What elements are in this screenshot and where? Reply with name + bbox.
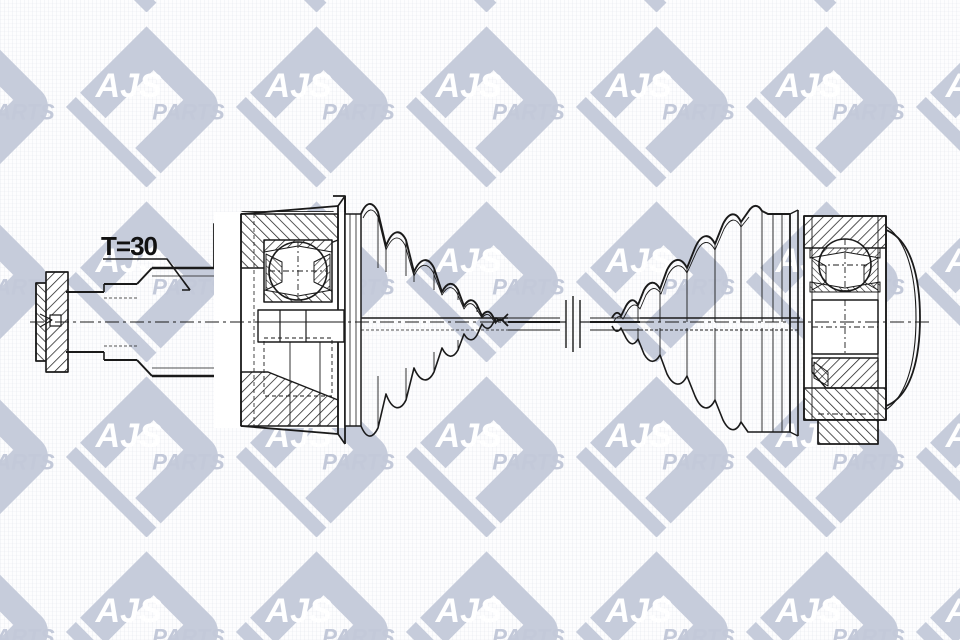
outer-cv-housing	[803, 215, 921, 445]
shaft-break-symbol	[560, 296, 590, 352]
inner-cv-joint	[213, 195, 346, 445]
outer-cv-boot	[611, 204, 800, 437]
spline-count-label: T=30	[101, 231, 158, 261]
inner-cv-boot	[344, 203, 509, 437]
